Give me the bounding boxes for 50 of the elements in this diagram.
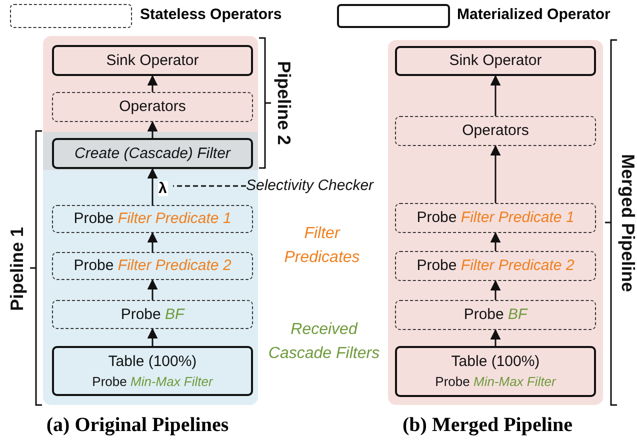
- pipeline-label: Pipeline 1: [7, 226, 28, 311]
- annotation-text: Filter Predicates: [283, 224, 361, 268]
- arrow: [490, 328, 501, 346]
- arrow: [147, 120, 158, 138]
- box-label: Probe Filter Predicate 1: [416, 209, 574, 227]
- edge-label: λ: [158, 181, 168, 196]
- box-label: Create (Cascade) Filter: [74, 144, 230, 162]
- box-sublabel: Probe Min-Max Filter: [92, 374, 213, 390]
- pipeline-label: Merged Pipeline: [617, 153, 637, 292]
- operator-box: [52, 252, 253, 280]
- box-label: Selectivity Checker: [246, 177, 374, 195]
- box-label: Sink Operator: [449, 52, 542, 70]
- box-label: Probe Filter Predicate 2: [74, 257, 232, 275]
- arrow: [490, 144, 501, 203]
- filter-box: [52, 138, 253, 169]
- operator-box: [395, 203, 596, 233]
- annotation-text: Received Cascade Filters: [267, 320, 381, 364]
- operator-box: [52, 205, 253, 233]
- box-label: Probe BF: [120, 306, 184, 324]
- operator-box: [395, 116, 596, 146]
- arrow: [490, 280, 501, 300]
- box-label: Probe Filter Predicate 2: [416, 257, 574, 275]
- operator-box: [395, 346, 596, 397]
- arrow: [147, 232, 158, 252]
- box-label: Operators: [119, 98, 186, 116]
- caption: (a) Original Pipelines: [45, 414, 230, 437]
- operator-box: [52, 300, 253, 329]
- arrow: [490, 232, 501, 251]
- operator-box: [52, 45, 253, 76]
- box-label: Table (100%): [451, 353, 540, 372]
- arrow: [147, 278, 158, 300]
- operator-box: [395, 251, 596, 281]
- arrow: [147, 74, 158, 92]
- operator-box: [395, 46, 596, 76]
- arrow: [490, 74, 501, 116]
- box-label: Probe Filter Predicate 1: [74, 210, 232, 228]
- box-sublabel: Probe Min-Max Filter: [435, 374, 556, 390]
- box-label: Table (100%): [108, 352, 197, 371]
- operator-box: [52, 92, 253, 122]
- box-label: Probe BF: [464, 306, 528, 324]
- arrow: [147, 328, 158, 346]
- box-label: Operators: [462, 122, 529, 140]
- operator-box: [52, 346, 253, 396]
- legend-label: Materialized Operator: [457, 6, 610, 23]
- leader-line: [173, 185, 246, 187]
- pipeline-label: Pipeline 2: [273, 60, 294, 146]
- caption: (b) Merged Pipeline: [402, 414, 574, 437]
- legend-label: Stateless Operators: [140, 6, 282, 23]
- box-label: Sink Operator: [106, 52, 199, 70]
- operator-box: [395, 300, 596, 330]
